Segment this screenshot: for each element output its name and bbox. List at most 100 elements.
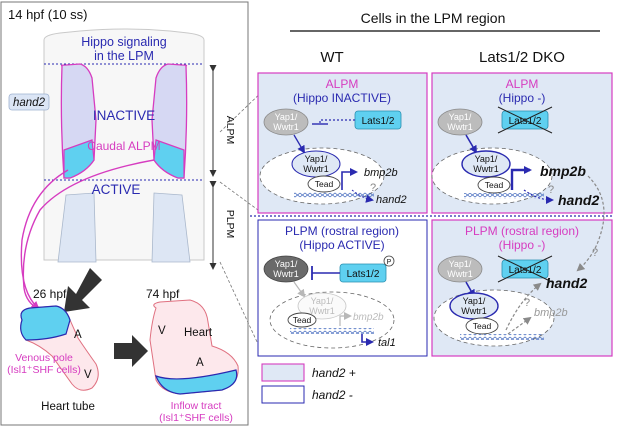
wt-alpm-lats-inhibition bbox=[319, 119, 355, 124]
zoom-line-plpm bbox=[219, 261, 259, 345]
wt-alpm-yap-cyto-l2: Wwtr1 bbox=[273, 122, 299, 132]
main-title: Cells in the LPM region bbox=[361, 10, 506, 26]
panel-dko-alpm: ALPM (Hippo -) Yap1/ Wwtr1 Lats1/2 Yap1/… bbox=[431, 72, 613, 214]
dko-alpm-yap-cyto bbox=[437, 108, 483, 136]
wt-plpm-yap-cyto-l1: Yap1/ bbox=[275, 259, 298, 269]
wt-alpm-yap-cyto bbox=[263, 108, 309, 136]
legend-swatch-pos bbox=[261, 363, 305, 382]
wt-plpm-tead-label: Tead bbox=[293, 315, 312, 325]
panel-wt-plpm: PLPM (rostral region) (Hippo ACTIVE) Yap… bbox=[257, 219, 428, 357]
active-label: ACTIVE bbox=[92, 182, 141, 197]
legend-neg: hand2 - bbox=[312, 388, 353, 402]
dko-plpm-gene1: hand2 bbox=[546, 275, 587, 291]
dko-alpm-dna bbox=[464, 193, 544, 199]
wt-alpm-transcription-arrow bbox=[341, 168, 358, 190]
legend-pos: hand2 + bbox=[312, 366, 356, 380]
legend: hand2 + hand2 - bbox=[261, 363, 356, 404]
dko-plpm-yap-cyto-l1: Yap1/ bbox=[449, 259, 472, 269]
wt-plpm-gene-faded: bmp2b bbox=[353, 312, 384, 323]
dko-plpm-question: ? bbox=[524, 297, 530, 309]
dko-plpm-tead-label: Tead bbox=[473, 321, 492, 331]
dko-alpm-yap-translocation bbox=[465, 134, 478, 154]
wt-plpm-title2: (Hippo ACTIVE) bbox=[299, 238, 384, 252]
wt-plpm-yap-faded bbox=[297, 292, 347, 320]
dko-cross-question: ? bbox=[592, 247, 598, 259]
hippo-title-line2: in the LPM bbox=[94, 49, 154, 63]
hippo-title-line1: Hippo signaling bbox=[81, 35, 167, 49]
panel-wt-alpm: ALPM (Hippo INACTIVE) Yap1/ Wwtr1 Lats1/… bbox=[257, 72, 428, 214]
wt-alpm-tead-label: Tead bbox=[315, 179, 334, 189]
stage-title: 14 hpf (10 ss) bbox=[8, 7, 88, 22]
wt-plpm-phospho-label: P bbox=[387, 259, 392, 266]
heart-ventricle: V bbox=[158, 325, 166, 337]
wt-plpm-lats-label: Lats1/2 bbox=[347, 269, 380, 280]
wt-plpm-tal1-arrow bbox=[361, 334, 374, 346]
stage-arrow-down bbox=[64, 268, 102, 312]
dko-alpm-lats-cross-b bbox=[497, 106, 553, 134]
dko-alpm-title2: (Hippo -) bbox=[499, 91, 546, 105]
dko-plpm-yap-cyto-l2: Wwtr1 bbox=[447, 269, 473, 279]
wt-plpm-tead bbox=[287, 312, 317, 328]
posterior-lpm-right bbox=[151, 192, 191, 263]
dko-alpm-yap-cyto-l2: Wwtr1 bbox=[447, 122, 473, 132]
caudal-alpm-left bbox=[63, 139, 95, 179]
dko-alpm-transcription-arrow bbox=[510, 166, 532, 190]
plpm-axis-label: PLPM bbox=[224, 210, 236, 239]
migration-arrow-right bbox=[22, 159, 155, 311]
dko-alpm-yap-nuc-l1: Yap1/ bbox=[475, 154, 498, 164]
panel-dko-plpm: PLPM (rostral region) (Hippo -) Yap1/ Ww… bbox=[431, 219, 613, 357]
wt-plpm-phospho-badge bbox=[383, 255, 395, 267]
heart-tube-atrium: A bbox=[74, 329, 82, 341]
wt-plpm-gene: tal1 bbox=[378, 337, 396, 349]
dko-plpm-title1: PLPM (rostral region) bbox=[465, 224, 579, 238]
wt-alpm-yap-nuc-l1: Yap1/ bbox=[305, 154, 328, 164]
dko-plpm-title2: (Hippo -) bbox=[499, 238, 546, 252]
wt-alpm-lats-label: Lats1/2 bbox=[362, 116, 395, 127]
wt-plpm-yap-faded-l2: Wwtr1 bbox=[309, 306, 335, 316]
caudal-alpm-right bbox=[153, 139, 185, 179]
migration-arrow-left bbox=[20, 169, 69, 310]
wt-plpm-yap-translocation bbox=[293, 281, 306, 298]
wt-plpm-title1: PLPM (rostral region) bbox=[285, 224, 399, 238]
wt-alpm-question: ? bbox=[370, 182, 376, 194]
dko-plpm-dna bbox=[460, 334, 544, 340]
hand2-tag bbox=[8, 93, 50, 111]
zoom-line-mid bbox=[219, 181, 259, 211]
inflow-tract-region bbox=[154, 369, 238, 395]
wt-alpm-title1: ALPM bbox=[326, 77, 359, 91]
dko-plpm-lats-label: Lats1/2 bbox=[509, 265, 542, 276]
dko-alpm-yap-cyto-l1: Yap1/ bbox=[449, 112, 472, 122]
hand2-tag-text: hand2 bbox=[13, 97, 46, 109]
stage-26-label: 26 hpf bbox=[33, 287, 67, 301]
dko-plpm-yap-cyto bbox=[437, 255, 483, 283]
column-dko: Lats1/2 DKO bbox=[479, 49, 565, 66]
wt-plpm-yap-cyto bbox=[263, 255, 309, 283]
wt-alpm-title2: (Hippo INACTIVE) bbox=[293, 91, 391, 105]
column-wt: WT bbox=[320, 49, 343, 66]
wt-alpm-yap-nuc-l2: Wwtr1 bbox=[303, 164, 329, 174]
dko-alpm-question: ? bbox=[548, 184, 554, 196]
dko-plpm-hand2-arrow bbox=[505, 282, 542, 331]
dko-alpm-lats-label: Lats1/2 bbox=[509, 116, 542, 127]
dko-alpm-yap-nuc-l2: Wwtr1 bbox=[473, 164, 499, 174]
wt-alpm-gene2: hand2 bbox=[376, 194, 407, 206]
heart-atrium: A bbox=[196, 357, 204, 369]
wt-alpm-yap-cyto-l1: Yap1/ bbox=[275, 112, 298, 122]
venous-pole-label-line1: Venous pole bbox=[15, 352, 73, 364]
dko-bmp2b-to-plpm-arrow bbox=[576, 175, 605, 272]
dko-alpm-yap-nuc bbox=[461, 150, 511, 178]
inactive-label: INACTIVE bbox=[93, 108, 155, 123]
dko-plpm-gene2: bmp2b bbox=[534, 307, 568, 319]
right-panel: Cells in the LPM region WT Lats1/2 DKO A… bbox=[250, 10, 614, 404]
heart-title: Heart bbox=[184, 327, 213, 339]
legend-swatch-neg bbox=[261, 385, 305, 404]
dko-plpm-bmp2b-arrow bbox=[507, 316, 532, 335]
heart-outline bbox=[149, 299, 239, 395]
wt-plpm-faded-arrow bbox=[339, 312, 352, 326]
left-panel: 14 hpf (10 ss) Hippo signaling in the LP… bbox=[0, 1, 269, 426]
inflow-label-line1: Inflow tract bbox=[171, 400, 222, 412]
dko-plpm-lats-cross-b bbox=[497, 255, 553, 283]
dko-plpm-yap-nuc-l2: Wwtr1 bbox=[461, 306, 487, 316]
wt-plpm-yap-faded-l1: Yap1/ bbox=[311, 296, 334, 306]
